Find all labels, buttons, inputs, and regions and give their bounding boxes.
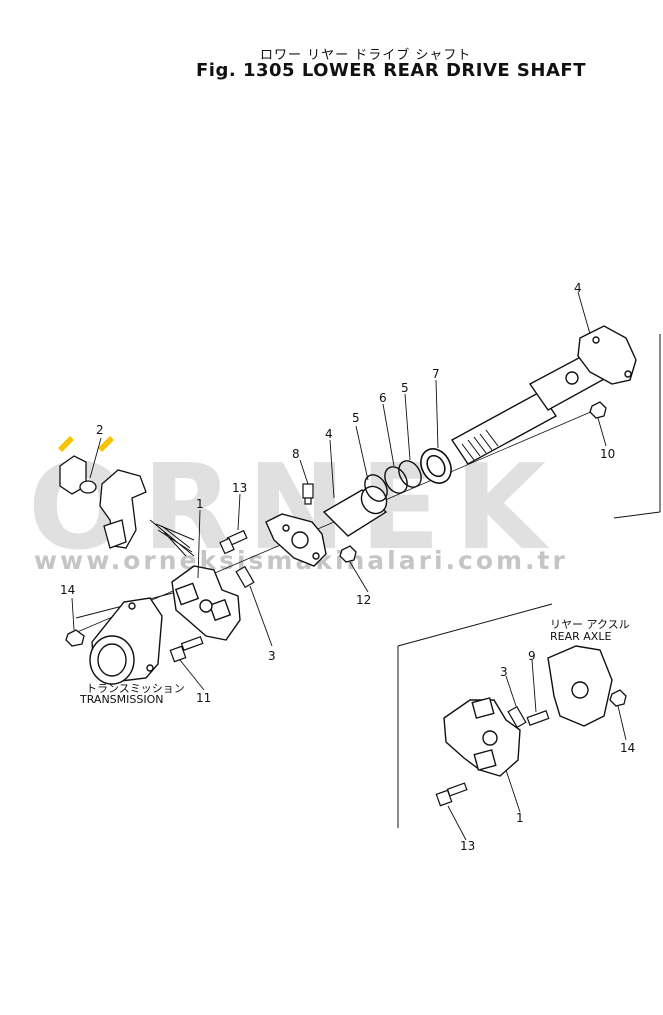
frame-lines bbox=[75, 334, 661, 828]
part-label-1-lower: 1 bbox=[516, 811, 524, 825]
nut-icon bbox=[339, 545, 357, 563]
grease-fitting-icon bbox=[507, 705, 527, 729]
leader-lines bbox=[71, 291, 627, 841]
flange-yoke-right bbox=[577, 325, 637, 385]
bearing bbox=[420, 448, 452, 484]
rear-axle-caption: REAR AXLE bbox=[550, 630, 611, 643]
part-label-4-right: 4 bbox=[574, 281, 582, 295]
nut-icon bbox=[589, 401, 607, 419]
component-captions: トランスミッション TRANSMISSION リヤー アクスル REAR AXL… bbox=[79, 618, 630, 706]
part-label-5-left: 5 bbox=[352, 411, 360, 425]
part-label-7: 7 bbox=[432, 367, 440, 381]
hatch-cone bbox=[149, 519, 195, 557]
figure-title: Fig. 1305 LOWER REAR DRIVE SHAFT bbox=[196, 60, 586, 81]
bolt-icon bbox=[435, 782, 468, 807]
watermark-accent-icon bbox=[58, 436, 114, 452]
part-label-8: 8 bbox=[292, 447, 300, 461]
part-label-1-upper: 1 bbox=[196, 497, 204, 511]
bolt-icon bbox=[219, 529, 248, 555]
bolt-icon bbox=[526, 710, 550, 726]
part-label-12: 12 bbox=[356, 593, 371, 607]
universal-joint-spider bbox=[59, 455, 147, 549]
grease-fitting-icon bbox=[235, 565, 255, 589]
part-label-6: 6 bbox=[379, 391, 387, 405]
flange-yoke bbox=[265, 513, 327, 567]
splined-sleeve bbox=[322, 485, 388, 537]
part-label-9: 9 bbox=[528, 649, 536, 663]
part-label-4-left: 4 bbox=[325, 427, 333, 441]
bolt-icon bbox=[169, 635, 204, 663]
part-label-10: 10 bbox=[600, 447, 615, 461]
part-label-3-lower: 3 bbox=[500, 665, 508, 679]
part-label-13-upper: 13 bbox=[232, 481, 247, 495]
part-label-14-left: 14 bbox=[60, 583, 75, 597]
transmission-caption: TRANSMISSION bbox=[79, 693, 163, 706]
yoke-spider-assembly bbox=[171, 565, 241, 641]
nut-icon bbox=[65, 629, 85, 647]
grease-fitting-icon bbox=[302, 483, 314, 505]
part-number-labels: 2 13 1 14 11 3 8 4 5 6 5 7 12 4 10 3 9 1… bbox=[60, 281, 635, 853]
transmission-caption-jp: トランスミッション bbox=[86, 682, 185, 695]
yoke-spider-assembly-lower bbox=[443, 697, 521, 777]
part-label-2: 2 bbox=[96, 423, 104, 437]
part-label-14-right: 14 bbox=[620, 741, 635, 755]
part-label-5-right: 5 bbox=[401, 381, 409, 395]
transmission-housing bbox=[89, 597, 163, 685]
rear-axle-yoke bbox=[547, 645, 613, 727]
part-label-13-lower: 13 bbox=[460, 839, 475, 853]
drive-shaft bbox=[450, 351, 607, 465]
rear-axle-caption-jp: リヤー アクスル bbox=[550, 618, 630, 631]
part-label-3-upper: 3 bbox=[268, 649, 276, 663]
nut-icon bbox=[609, 689, 627, 707]
part-label-11: 11 bbox=[196, 691, 211, 705]
seal-rings bbox=[364, 460, 422, 502]
figure-title-japanese: ロワー リヤー ドライブ シャフト bbox=[260, 48, 472, 63]
